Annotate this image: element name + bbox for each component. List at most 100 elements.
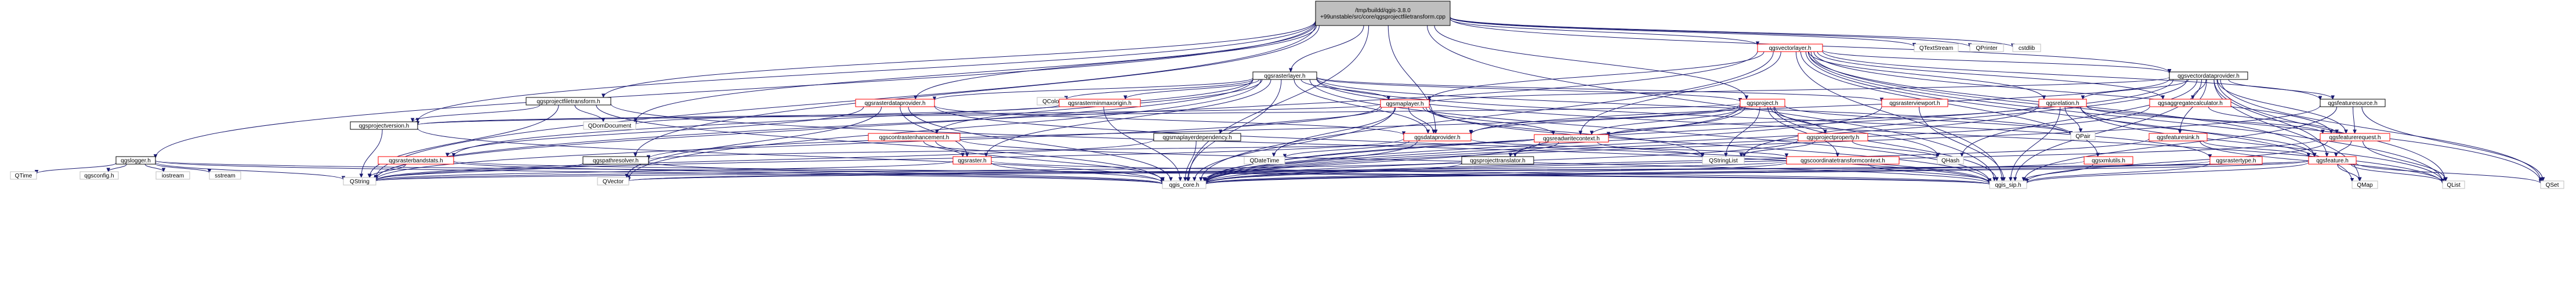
node-label: QDomDocument bbox=[588, 123, 632, 129]
edge-qgsprojectfiletransform-to-qgsprojectversion bbox=[412, 104, 541, 122]
edge-qgsmaplayer-to-qgsprojectversion bbox=[418, 103, 1381, 125]
node-qvector[interactable]: QVector bbox=[597, 177, 629, 186]
node-qgslogger[interactable]: qgslogger.h bbox=[115, 156, 156, 165]
node-qgsrasterdataprovider[interactable]: qgsrasterdataprovider.h bbox=[855, 99, 935, 107]
node-box bbox=[2352, 180, 2378, 189]
node-qgsfeaturesource[interactable]: qgsfeaturesource.h bbox=[2320, 99, 2386, 107]
node-box bbox=[2308, 156, 2357, 165]
edge-qgsmaplayer-to-qgis_core bbox=[1194, 107, 1395, 181]
node-qpair[interactable]: QPair bbox=[2070, 132, 2096, 140]
node-qgis_sip[interactable]: qgis_sip.h bbox=[1989, 180, 2027, 189]
node-qstring[interactable]: QString bbox=[343, 177, 376, 186]
node-qgsaggregatecalculator[interactable]: qgsaggregatecalculator.h bbox=[2149, 99, 2231, 107]
node-qgsfeaturesink[interactable]: qgsfeaturesink.h bbox=[2149, 133, 2208, 142]
node-qgsprojectproperty[interactable]: qgsprojectproperty.h bbox=[1798, 133, 1868, 142]
node-qgsdataprovider[interactable]: qgsdataprovider.h bbox=[1403, 133, 1472, 142]
edge-root-to-qgsprojectfiletransform bbox=[603, 20, 1316, 97]
node-label: QPrinter bbox=[1976, 45, 1998, 52]
node-qtime[interactable]: QTime bbox=[10, 171, 37, 180]
node-qgscoordinatetransformcontext[interactable]: qgscoordinatetransformcontext.h bbox=[1786, 156, 1900, 165]
edge-qgsraster-to-qstring bbox=[376, 161, 954, 181]
edge-qgsvectorlayer-to-qstring bbox=[376, 50, 1758, 180]
node-box bbox=[378, 156, 454, 165]
node-box bbox=[343, 177, 376, 186]
node-qgsrasterviewport[interactable]: qgsrasterviewport.h bbox=[1881, 99, 1948, 107]
edge-qgsrasterlayer-to-qcolor bbox=[1066, 79, 1253, 100]
node-sstream[interactable]: sstream bbox=[209, 171, 241, 180]
node-qgis_core[interactable]: qgis_core.h bbox=[1162, 180, 1207, 189]
node-qgsfeaturerequest[interactable]: qgsfeaturerequest.h bbox=[2320, 133, 2390, 142]
edge-qgsproject-to-qgspathresolver bbox=[648, 104, 1741, 158]
edge-qgsrasterdataprovider-to-qgsdataprovider bbox=[934, 105, 1404, 135]
node-qgsprojectversion[interactable]: qgsprojectversion.h bbox=[350, 121, 418, 130]
node-label: qgsrasterminmaxorigin.h bbox=[1068, 100, 1132, 107]
edge-qgsrasterlayer-to-qgsrasterbandstats bbox=[454, 78, 1253, 157]
edge-qgsrelation-to-qlist bbox=[2080, 106, 2443, 183]
node-qdatetime[interactable]: QDateTime bbox=[1244, 156, 1285, 165]
edge-root-to-qgsdataprovider bbox=[1387, 25, 1436, 133]
node-qgsvectorlayer[interactable]: qgsvectorlayer.h bbox=[1757, 44, 1823, 52]
node-box bbox=[2442, 180, 2465, 189]
node-label: qgsrasterviewport.h bbox=[1889, 100, 1940, 107]
node-qtextstream[interactable]: QTextStream bbox=[1914, 44, 1959, 52]
node-label: QColor bbox=[1042, 99, 1061, 105]
edge-qgspathresolver-to-qstring bbox=[376, 162, 584, 180]
node-qgsrelation[interactable]: qgsrelation.h bbox=[2038, 99, 2087, 107]
edge-qgsfeaturerequest-to-qgis_sip bbox=[2027, 140, 2328, 182]
node-qlist[interactable]: QList bbox=[2442, 180, 2465, 189]
node-qgsprojecttranslator[interactable]: qgsprojecttranslator.h bbox=[1461, 156, 1534, 165]
node-box bbox=[79, 171, 119, 180]
edge-qgsfeaturerequest-to-qgsfeature bbox=[2336, 140, 2352, 157]
node-qgsmaplayer[interactable]: qgsmaplayer.h bbox=[1380, 99, 1430, 108]
node-box bbox=[350, 121, 418, 130]
edge-qgsfeature-to-qset bbox=[2356, 162, 2541, 183]
edge-qgsvectordataprovider-to-qgsmaplayer bbox=[1429, 77, 2170, 103]
node-label: QPair bbox=[2075, 133, 2090, 140]
node-label: iostream bbox=[162, 173, 184, 179]
node-label: QList bbox=[2447, 182, 2461, 188]
edge-root-to-qdomdocument bbox=[636, 23, 1316, 122]
node-root[interactable]: /tmp/buildd/qgis-3.8.0+99unstable/src/co… bbox=[1315, 1, 1451, 26]
edge-qgsvectorlayer-to-qgsvectordataprovider bbox=[1822, 49, 2169, 73]
node-label: /tmp/buildd/qgis-3.8.0 bbox=[1355, 8, 1411, 14]
node-qdomdocument[interactable]: QDomDocument bbox=[583, 121, 636, 130]
node-qgsvectordataprovider[interactable]: qgsvectordataprovider.h bbox=[2169, 71, 2248, 80]
node-qgsprojectfiletransform[interactable]: qgsprojectfiletransform.h bbox=[526, 97, 611, 106]
node-qgsreadwritecontext[interactable]: qgsreadwritecontext.h bbox=[1534, 134, 1609, 143]
node-qgsrastertype[interactable]: qgsrastertype.h bbox=[2209, 156, 2263, 165]
edge-qgslogger-to-qtime bbox=[37, 162, 117, 173]
node-label: qgsvectorlayer.h bbox=[1769, 45, 1811, 52]
node-qgsxmlutils[interactable]: qgsxmlutils.h bbox=[2084, 156, 2133, 165]
node-label: QDateTime bbox=[1250, 158, 1280, 164]
edge-root-to-qstring bbox=[376, 24, 1316, 179]
node-cstdlib[interactable]: cstdlib bbox=[2012, 44, 2041, 52]
edge-qgsdataprovider-to-qstring bbox=[376, 138, 1404, 180]
node-label: QTime bbox=[15, 173, 32, 179]
edge-qgsvectordataprovider-to-qgsaggregatecalculator bbox=[2193, 79, 2207, 99]
edge-qgsfeaturesource-to-qgsfeaturerequest bbox=[2352, 106, 2354, 133]
edge-qgsrasterlayer-to-qgsrasterdataprovider bbox=[934, 77, 1253, 100]
node-qgsconfig[interactable]: qgsconfig.h bbox=[79, 171, 119, 180]
node-qstringlist[interactable]: QStringList bbox=[1702, 156, 1745, 165]
node-qgsfeature[interactable]: qgsfeature.h bbox=[2308, 156, 2357, 165]
edge-qgspathresolver-to-qgis_core bbox=[648, 161, 1162, 184]
node-iostream[interactable]: iostream bbox=[155, 171, 190, 180]
node-qgsproject[interactable]: qgsproject.h bbox=[1740, 99, 1785, 107]
node-qset[interactable]: QSet bbox=[2540, 180, 2564, 189]
node-qgscontrastenhancement[interactable]: qgscontrastenhancement.h bbox=[868, 133, 961, 142]
node-qgsmaplayerdependency[interactable]: qgsmaplayerdependency.h bbox=[1153, 133, 1241, 142]
node-qgsrasterlayer[interactable]: qgsrasterlayer.h bbox=[1252, 71, 1317, 80]
node-qmap[interactable]: QMap bbox=[2352, 180, 2378, 189]
node-qgspathresolver[interactable]: qgspathresolver.h bbox=[582, 156, 649, 165]
node-label: QString bbox=[350, 179, 369, 185]
edge-qgsdataprovider-to-qdatetime bbox=[1285, 140, 1410, 158]
node-label: qgsprojectversion.h bbox=[359, 123, 410, 129]
node-qgsrasterbandstats[interactable]: qgsrasterbandstats.h bbox=[378, 156, 454, 165]
node-box bbox=[1244, 156, 1285, 165]
edge-root-to-qgsproject bbox=[1434, 25, 1747, 99]
node-qgsrasterminmaxorigin[interactable]: qgsrasterminmaxorigin.h bbox=[1059, 99, 1141, 107]
node-qgsraster[interactable]: qgsraster.h bbox=[952, 156, 992, 165]
node-qprinter[interactable]: QPrinter bbox=[1969, 44, 2004, 52]
node-qhash[interactable]: QHash bbox=[1937, 156, 1964, 165]
edge-qgsmaplayer-to-qstringlist bbox=[1425, 107, 1702, 157]
